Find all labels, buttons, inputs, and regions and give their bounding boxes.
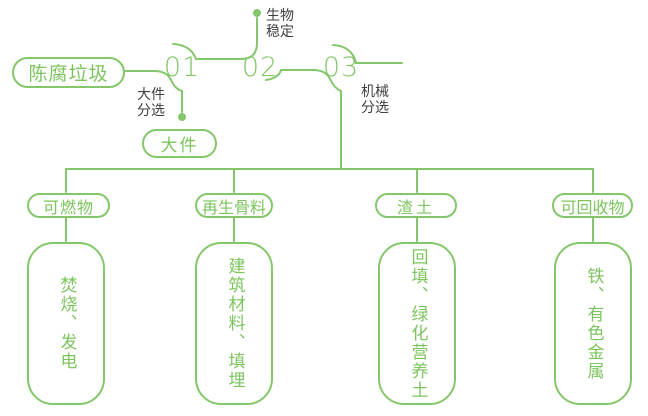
category-label: 再生骨料 [201,197,266,217]
stage-number-02: 02 [241,51,279,83]
node-category-recycled-aggregate: 再生骨料 [195,193,273,218]
outcome-text: 回填、绿化营养土 [407,247,428,400]
outcome-text: 铁、有色金属 [583,266,604,381]
outcome-text: 建筑材料、填埋 [224,257,245,390]
stage-number-01: 01 [163,51,201,83]
node-bulky-output: 大件 [142,129,217,158]
stage-02-label: 生物 稳定 [266,8,294,40]
node-bulky-label: 大件 [160,136,199,156]
outcome-box-recyclables: 铁、有色金属 [554,242,632,405]
node-category-combustibles: 可燃物 [27,193,110,218]
stage-number-03: 03 [322,51,360,83]
node-source-label: 陈腐垃圾 [28,63,109,85]
category-label: 渣土 [396,197,435,217]
node-category-recyclables: 可回收物 [552,193,633,218]
outcome-text: 焚烧、发电 [56,276,77,371]
line-02-to-03 [265,69,342,170]
bio-stab-dot [253,9,261,17]
stage-03-label: 机械 分选 [361,84,389,116]
category-label: 可燃物 [42,197,94,217]
node-source: 陈腐垃圾 [12,57,125,88]
outcome-box-recycled-aggregate: 建筑材料、填埋 [195,242,273,405]
node-category-slag-soil: 渣土 [375,193,457,218]
category-label: 可回收物 [560,197,625,217]
stage-01-label: 大件 分选 [137,87,165,119]
outcome-box-combustibles: 焚烧、发电 [27,242,105,405]
bulky-branch-dot [178,113,186,121]
outcome-box-slag-soil: 回填、绿化营养土 [378,242,456,405]
